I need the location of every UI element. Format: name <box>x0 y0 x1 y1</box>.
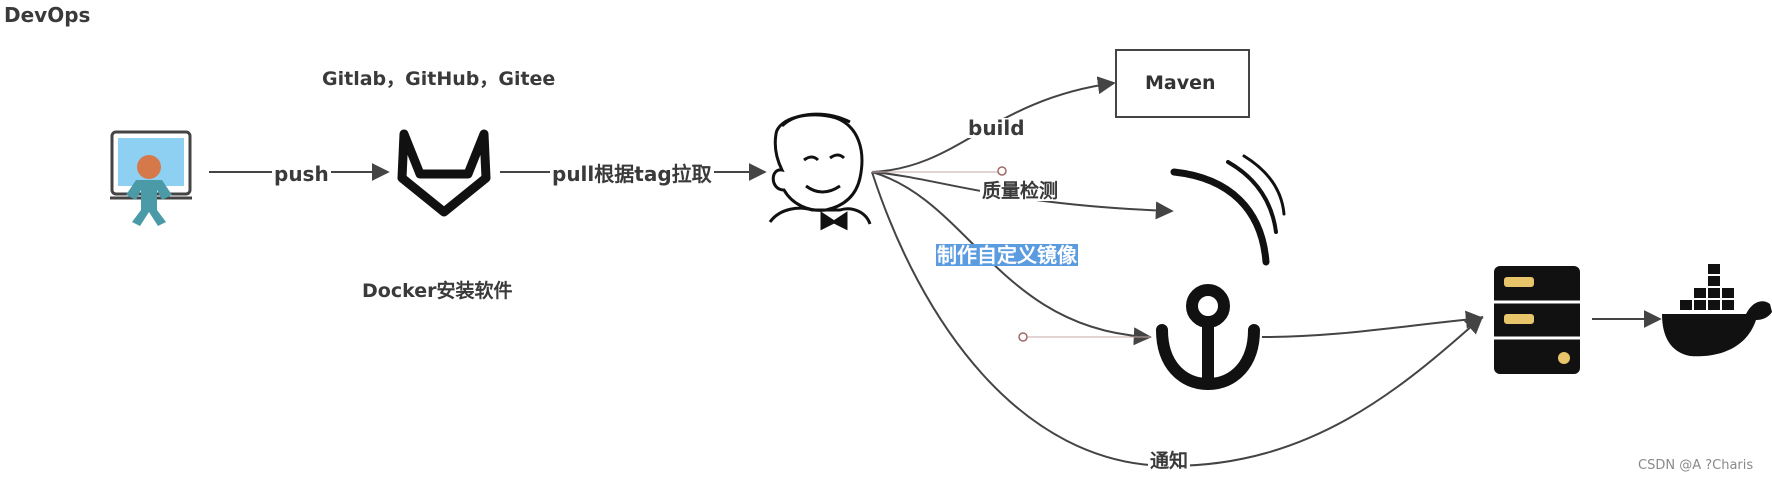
maven-node <box>1115 49 1250 118</box>
docker-install-label: Docker安装软件 <box>362 280 513 302</box>
harbor-anchor-icon <box>1156 284 1260 391</box>
quality-label: 质量检测 <box>980 180 1061 202</box>
server-icon <box>1494 266 1580 374</box>
watermark: CSDN @A ?Charis <box>1638 458 1754 473</box>
notify-label: 通知 <box>1148 450 1191 472</box>
notify-edge <box>871 171 1484 468</box>
build-label: build <box>966 116 1027 140</box>
custom-image-label[interactable]: 制作自定义镜像 <box>936 243 1078 267</box>
page-title: DevOps <box>4 3 91 27</box>
connector-handle[interactable] <box>997 166 1007 176</box>
docker-whale-icon <box>1662 264 1772 357</box>
connector-handle[interactable] <box>1018 332 1028 342</box>
developer-computer-icon <box>110 130 192 226</box>
sonarqube-icon <box>1170 154 1286 266</box>
harbor-to-server-edge <box>1261 310 1484 338</box>
jenkins-icon <box>768 112 872 231</box>
pull-label: pull根据tag拉取 <box>550 162 714 186</box>
maven-label: Maven <box>1145 72 1216 94</box>
gitlab-icon <box>397 129 491 217</box>
push-label: push <box>272 162 331 186</box>
repos-label: Gitlab，GitHub，Gitee <box>322 68 556 90</box>
